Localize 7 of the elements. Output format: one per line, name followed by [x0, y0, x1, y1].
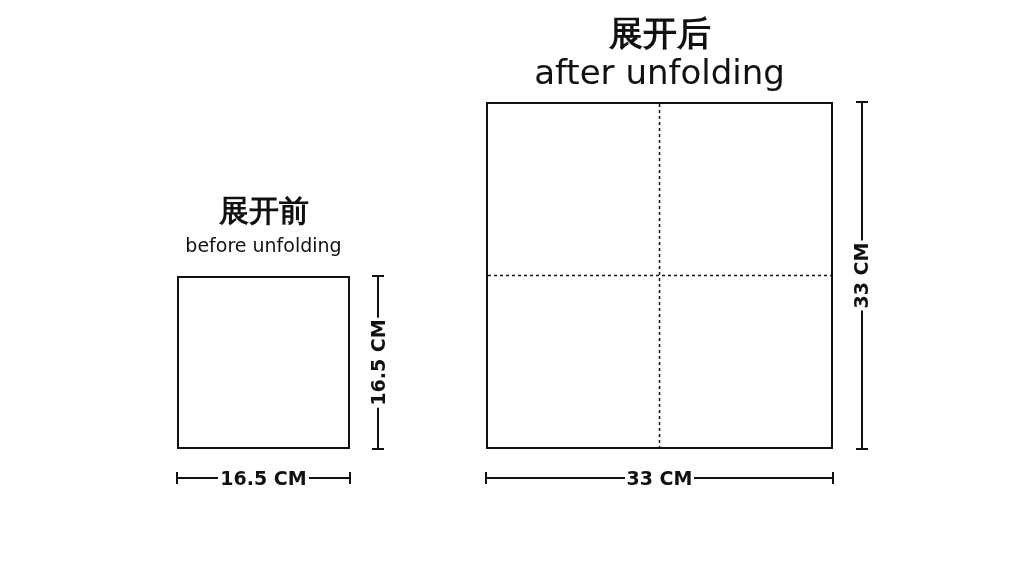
- subheading: before unfolding: [185, 236, 342, 255]
- heading: 展开后: [608, 16, 711, 50]
- subheading: after unfolding: [534, 55, 785, 89]
- dimension-label: 16.5 CM: [218, 468, 309, 488]
- dimension-label: 33 CM: [624, 468, 695, 488]
- dimension-label: 16.5 CM: [368, 317, 388, 408]
- heading: 展开前: [218, 196, 309, 226]
